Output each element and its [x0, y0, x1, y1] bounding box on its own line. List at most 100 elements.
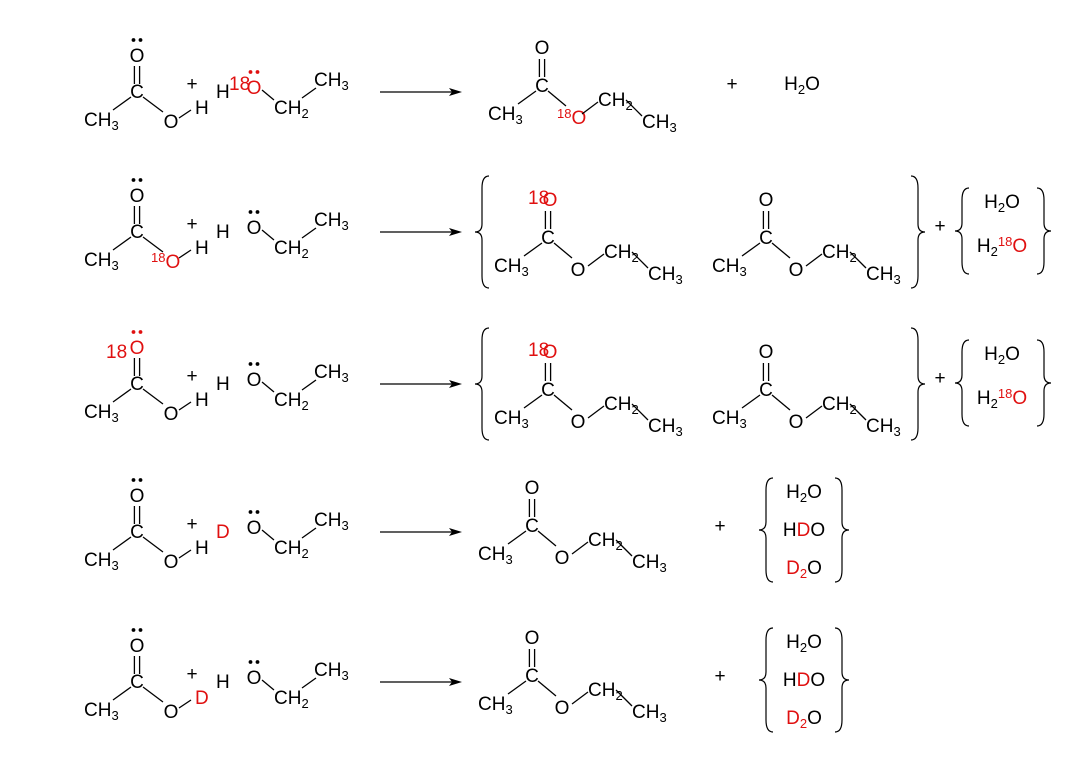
bond	[301, 87, 317, 99]
lone-pair-dot	[138, 628, 143, 632]
plus-sign: +	[186, 514, 197, 535]
bond	[615, 539, 633, 557]
bond	[537, 530, 557, 547]
bond	[142, 686, 164, 703]
lone-pair-dot	[138, 38, 143, 42]
right-brace	[910, 175, 926, 289]
carbonyl-oxygen: O	[543, 190, 558, 211]
methylene-group: CH2	[274, 538, 309, 561]
water-molecule: D2O	[786, 708, 822, 731]
ether-oxygen: O	[789, 260, 804, 281]
carbonyl-oxygen: O	[759, 190, 774, 211]
bond	[741, 242, 761, 257]
hydrogen-atom: H	[216, 672, 230, 693]
methyl-group: CH3	[488, 104, 523, 127]
ether-oxygen: O	[571, 412, 586, 433]
hydroxyl-oxygen: O	[164, 404, 179, 425]
plus-sign: +	[934, 216, 945, 237]
bond	[587, 405, 605, 419]
carbonyl-carbon: C	[130, 222, 144, 243]
ether-oxygen: O	[555, 698, 570, 719]
reaction-arrow-head	[449, 88, 462, 96]
methyl-group: CH3	[712, 256, 747, 279]
methyl-group: CH3	[314, 660, 349, 683]
hydrogen-atom: H	[195, 390, 209, 411]
methyl-group: CH3	[632, 702, 667, 725]
methyl-group: CH3	[84, 700, 119, 723]
bond	[805, 405, 823, 419]
hydroxyl-oxygen: O	[247, 370, 262, 391]
methyl-group: CH3	[642, 112, 677, 135]
reaction-arrow-head	[449, 678, 462, 686]
carbonyl-carbon: C	[535, 76, 549, 97]
bond	[142, 388, 164, 405]
reaction-arrow-head	[449, 228, 462, 236]
isotope-label: 18	[106, 342, 127, 363]
methyl-group: CH3	[314, 510, 349, 533]
bond	[142, 96, 164, 113]
methyl-group: CH3	[494, 408, 529, 431]
reaction-arrow-head	[449, 528, 462, 536]
lone-pair-dot	[131, 478, 136, 482]
methylene-group: CH2	[604, 394, 639, 417]
methylene-group: CH2	[588, 680, 623, 703]
lone-pair-dot	[255, 660, 260, 664]
left-brace	[474, 175, 490, 289]
isotope-label: 18	[528, 340, 549, 361]
lone-pair-dot	[248, 70, 253, 74]
carbonyl-oxygen: O	[130, 486, 145, 507]
bond	[553, 394, 573, 411]
left-brace	[954, 187, 970, 275]
bond	[261, 381, 275, 393]
bond	[112, 236, 132, 251]
water-molecule: HDO	[783, 670, 825, 691]
plus-sign: +	[186, 664, 197, 685]
lone-pair-dot	[138, 330, 143, 334]
hydroxyl-oxygen: O	[164, 112, 179, 133]
bond	[142, 236, 164, 253]
hydroxyl-oxygen: O	[164, 552, 179, 573]
bond	[301, 379, 317, 391]
lone-pair-dot	[248, 362, 253, 366]
lone-pair-dot	[138, 178, 143, 182]
bond	[547, 90, 567, 107]
bond	[523, 394, 543, 409]
methyl-group: CH3	[632, 552, 667, 575]
deuterium-atom: D	[216, 522, 230, 543]
water-molecule: H218O	[977, 386, 1027, 411]
bond	[581, 101, 599, 115]
hydroxyl-oxygen: O	[247, 218, 262, 239]
lone-pair-dot	[131, 178, 136, 182]
bond	[571, 541, 589, 555]
hydroxyl-oxygen: O	[247, 518, 262, 539]
methylene-group: CH2	[822, 242, 857, 265]
lone-pair-dot	[248, 660, 253, 664]
lone-pair-dot	[131, 628, 136, 632]
ether-oxygen: O	[789, 412, 804, 433]
bond	[178, 401, 192, 411]
bond	[112, 96, 132, 111]
bond	[553, 242, 573, 259]
bond	[587, 253, 605, 267]
bond	[849, 403, 867, 421]
carbonyl-carbon: C	[541, 228, 555, 249]
right-brace	[1036, 187, 1052, 275]
methylene-group: CH2	[274, 238, 309, 261]
bond	[178, 699, 192, 709]
methyl-group: CH3	[866, 416, 901, 439]
carbonyl-carbon: C	[759, 228, 773, 249]
bond	[849, 251, 867, 269]
methyl-group: CH3	[712, 408, 747, 431]
right-brace	[910, 327, 926, 441]
